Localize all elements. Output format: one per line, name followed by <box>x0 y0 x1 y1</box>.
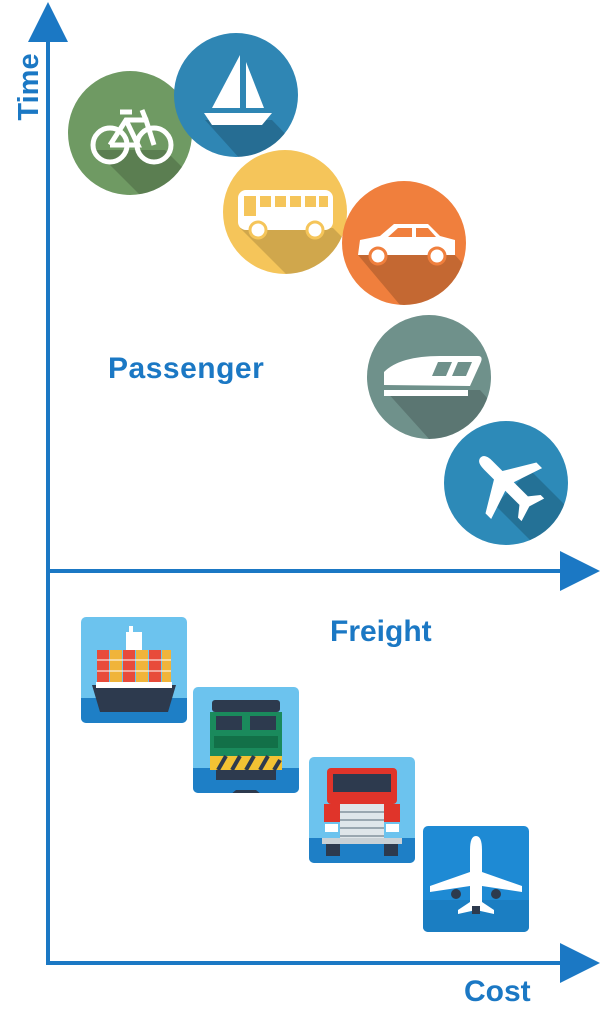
passenger-section-label: Passenger <box>108 352 265 385</box>
locomotive-icon <box>193 687 299 793</box>
container-ship-icon <box>81 617 187 723</box>
bicycle-icon <box>68 71 192 195</box>
cargo-plane-icon <box>423 826 529 932</box>
car-icon <box>342 181 466 305</box>
sailboat-icon <box>174 33 298 157</box>
freight-section-label: Freight <box>330 615 432 648</box>
truck-icon <box>309 757 415 863</box>
x-axis-label: Cost <box>464 975 531 1008</box>
y-axis-label: Time <box>13 53 45 121</box>
airplane-icon <box>444 421 568 545</box>
bus-icon <box>223 150 347 274</box>
